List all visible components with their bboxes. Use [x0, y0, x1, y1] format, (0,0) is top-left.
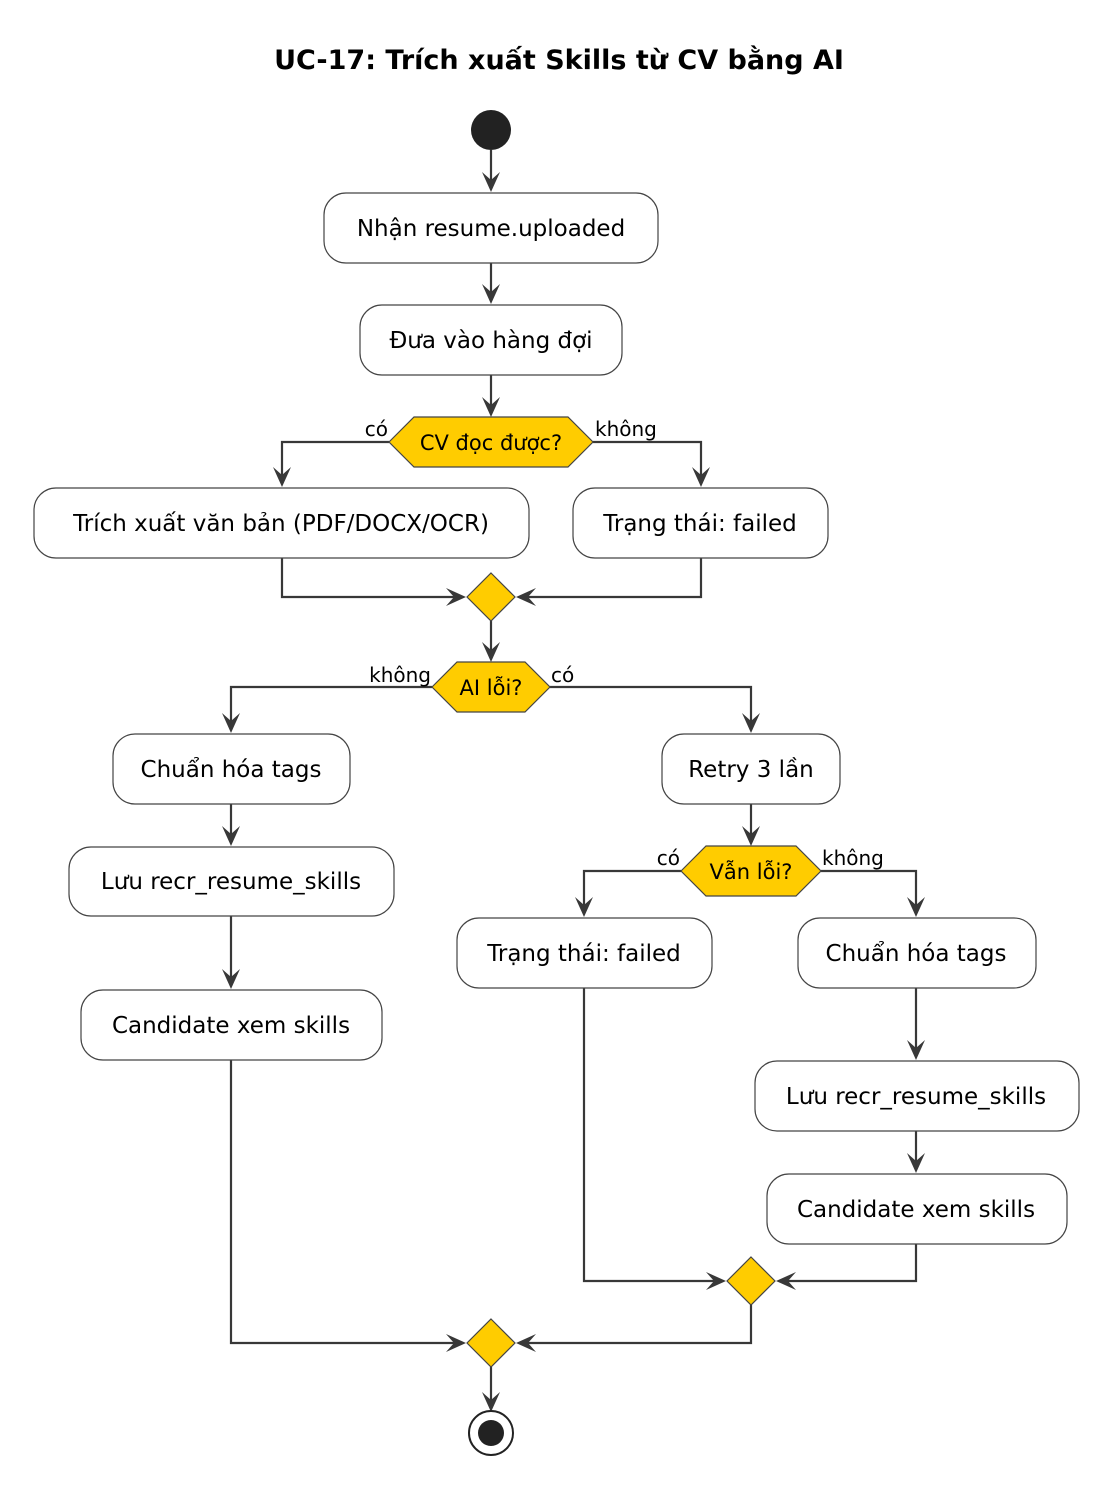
- node-extract-text-label: Trích xuất văn bản (PDF/DOCX/OCR): [72, 511, 489, 537]
- arrowhead: [907, 1153, 925, 1173]
- arrowhead: [482, 397, 500, 417]
- edge-failed-merge: [520, 558, 703, 599]
- node-save-1-label: Lưu recr_resume_skills: [101, 869, 361, 895]
- arrowhead: [482, 172, 500, 192]
- edge-ai-no: [229, 685, 432, 729]
- arrowhead: [516, 588, 536, 606]
- arrowhead: [222, 969, 240, 989]
- edge-extract-merge: [280, 558, 462, 599]
- branch-label-no: không: [595, 417, 657, 441]
- arrowhead: [482, 1392, 500, 1412]
- edge-still-yes: [582, 869, 681, 913]
- decision-still-error-label: Vẫn lỗi?: [710, 859, 793, 884]
- branch-label-yes: có: [657, 846, 680, 870]
- node-queue-label: Đưa vào hàng đợi: [389, 328, 592, 354]
- node-extract-text: Trích xuất văn bản (PDF/DOCX/OCR): [33, 487, 530, 559]
- branch-label-no: không: [369, 663, 431, 687]
- node-normalize-2: Chuẩn hóa tags: [797, 917, 1037, 989]
- branch-label-no: không: [822, 846, 884, 870]
- edge-ai-yes: [550, 685, 753, 729]
- node-save-1: Lưu recr_resume_skills: [68, 846, 395, 917]
- arrowhead: [482, 284, 500, 304]
- arrowhead: [273, 467, 291, 487]
- end-node: [468, 1410, 514, 1456]
- arrowhead: [907, 1040, 925, 1060]
- arrowhead: [706, 1272, 726, 1290]
- node-receive-label: Nhận resume.uploaded: [357, 216, 625, 242]
- node-normalize-1: Chuẩn hóa tags: [112, 733, 351, 805]
- arrowhead: [907, 897, 925, 917]
- node-view-2: Candidate xem skills: [766, 1173, 1068, 1245]
- node-retry: Retry 3 lần: [661, 733, 841, 805]
- node-save-2-label: Lưu recr_resume_skills: [786, 1084, 1046, 1110]
- node-view-1: Candidate xem skills: [80, 989, 383, 1061]
- start-node: [471, 110, 511, 150]
- arrowhead: [692, 467, 710, 487]
- node-status-failed-2: Trạng thái: failed: [456, 917, 713, 989]
- edge-cv-yes: [280, 440, 389, 483]
- node-retry-label: Retry 3 lần: [688, 757, 814, 783]
- merge-node-1: [466, 572, 516, 622]
- edge-still-no: [821, 869, 918, 913]
- diagram-title: UC-17: Trích xuất Skills từ CV bằng AI: [274, 44, 844, 76]
- branch-label-yes: có: [551, 663, 574, 687]
- edge-merge2-finalmerge: [520, 1305, 753, 1345]
- arrowhead: [742, 713, 760, 733]
- decision-ai-error: AI lỗi? không có: [369, 661, 574, 713]
- arrowhead: [222, 826, 240, 846]
- arrowheads: [222, 172, 925, 1412]
- edge-cv-no: [593, 440, 703, 483]
- arrowhead: [222, 713, 240, 733]
- decision-cv-readable: CV đọc được? có không: [365, 416, 657, 468]
- arrowhead: [776, 1272, 796, 1290]
- merge-node-2: [726, 1256, 776, 1306]
- node-status-failed-1: Trạng thái: failed: [572, 487, 829, 559]
- merge-node-final: [466, 1318, 516, 1368]
- node-save-2: Lưu recr_resume_skills: [754, 1060, 1080, 1132]
- arrowhead: [575, 897, 593, 917]
- decision-cv-readable-label: CV đọc được?: [420, 431, 562, 455]
- edge-view1-finalmerge: [229, 1060, 462, 1345]
- node-status-failed-1-label: Trạng thái: failed: [602, 511, 797, 537]
- node-queue: Đưa vào hàng đợi: [359, 304, 623, 376]
- node-receive: Nhận resume.uploaded: [323, 192, 659, 264]
- edge-failed2-merge2: [582, 988, 722, 1283]
- branch-label-yes: có: [365, 417, 388, 441]
- node-normalize-2-label: Chuẩn hóa tags: [826, 941, 1007, 967]
- arrowhead: [516, 1334, 536, 1352]
- edge-view2-merge2: [780, 1244, 918, 1283]
- decision-still-error: Vẫn lỗi? có không: [657, 845, 884, 897]
- arrowhead: [446, 588, 466, 606]
- arrowhead: [742, 826, 760, 846]
- decision-ai-error-label: AI lỗi?: [460, 675, 523, 700]
- node-status-failed-2-label: Trạng thái: failed: [486, 941, 681, 967]
- node-view-1-label: Candidate xem skills: [112, 1013, 350, 1039]
- node-normalize-1-label: Chuẩn hóa tags: [141, 757, 322, 783]
- arrowhead: [446, 1334, 466, 1352]
- node-view-2-label: Candidate xem skills: [797, 1197, 1035, 1223]
- arrowhead: [482, 642, 500, 662]
